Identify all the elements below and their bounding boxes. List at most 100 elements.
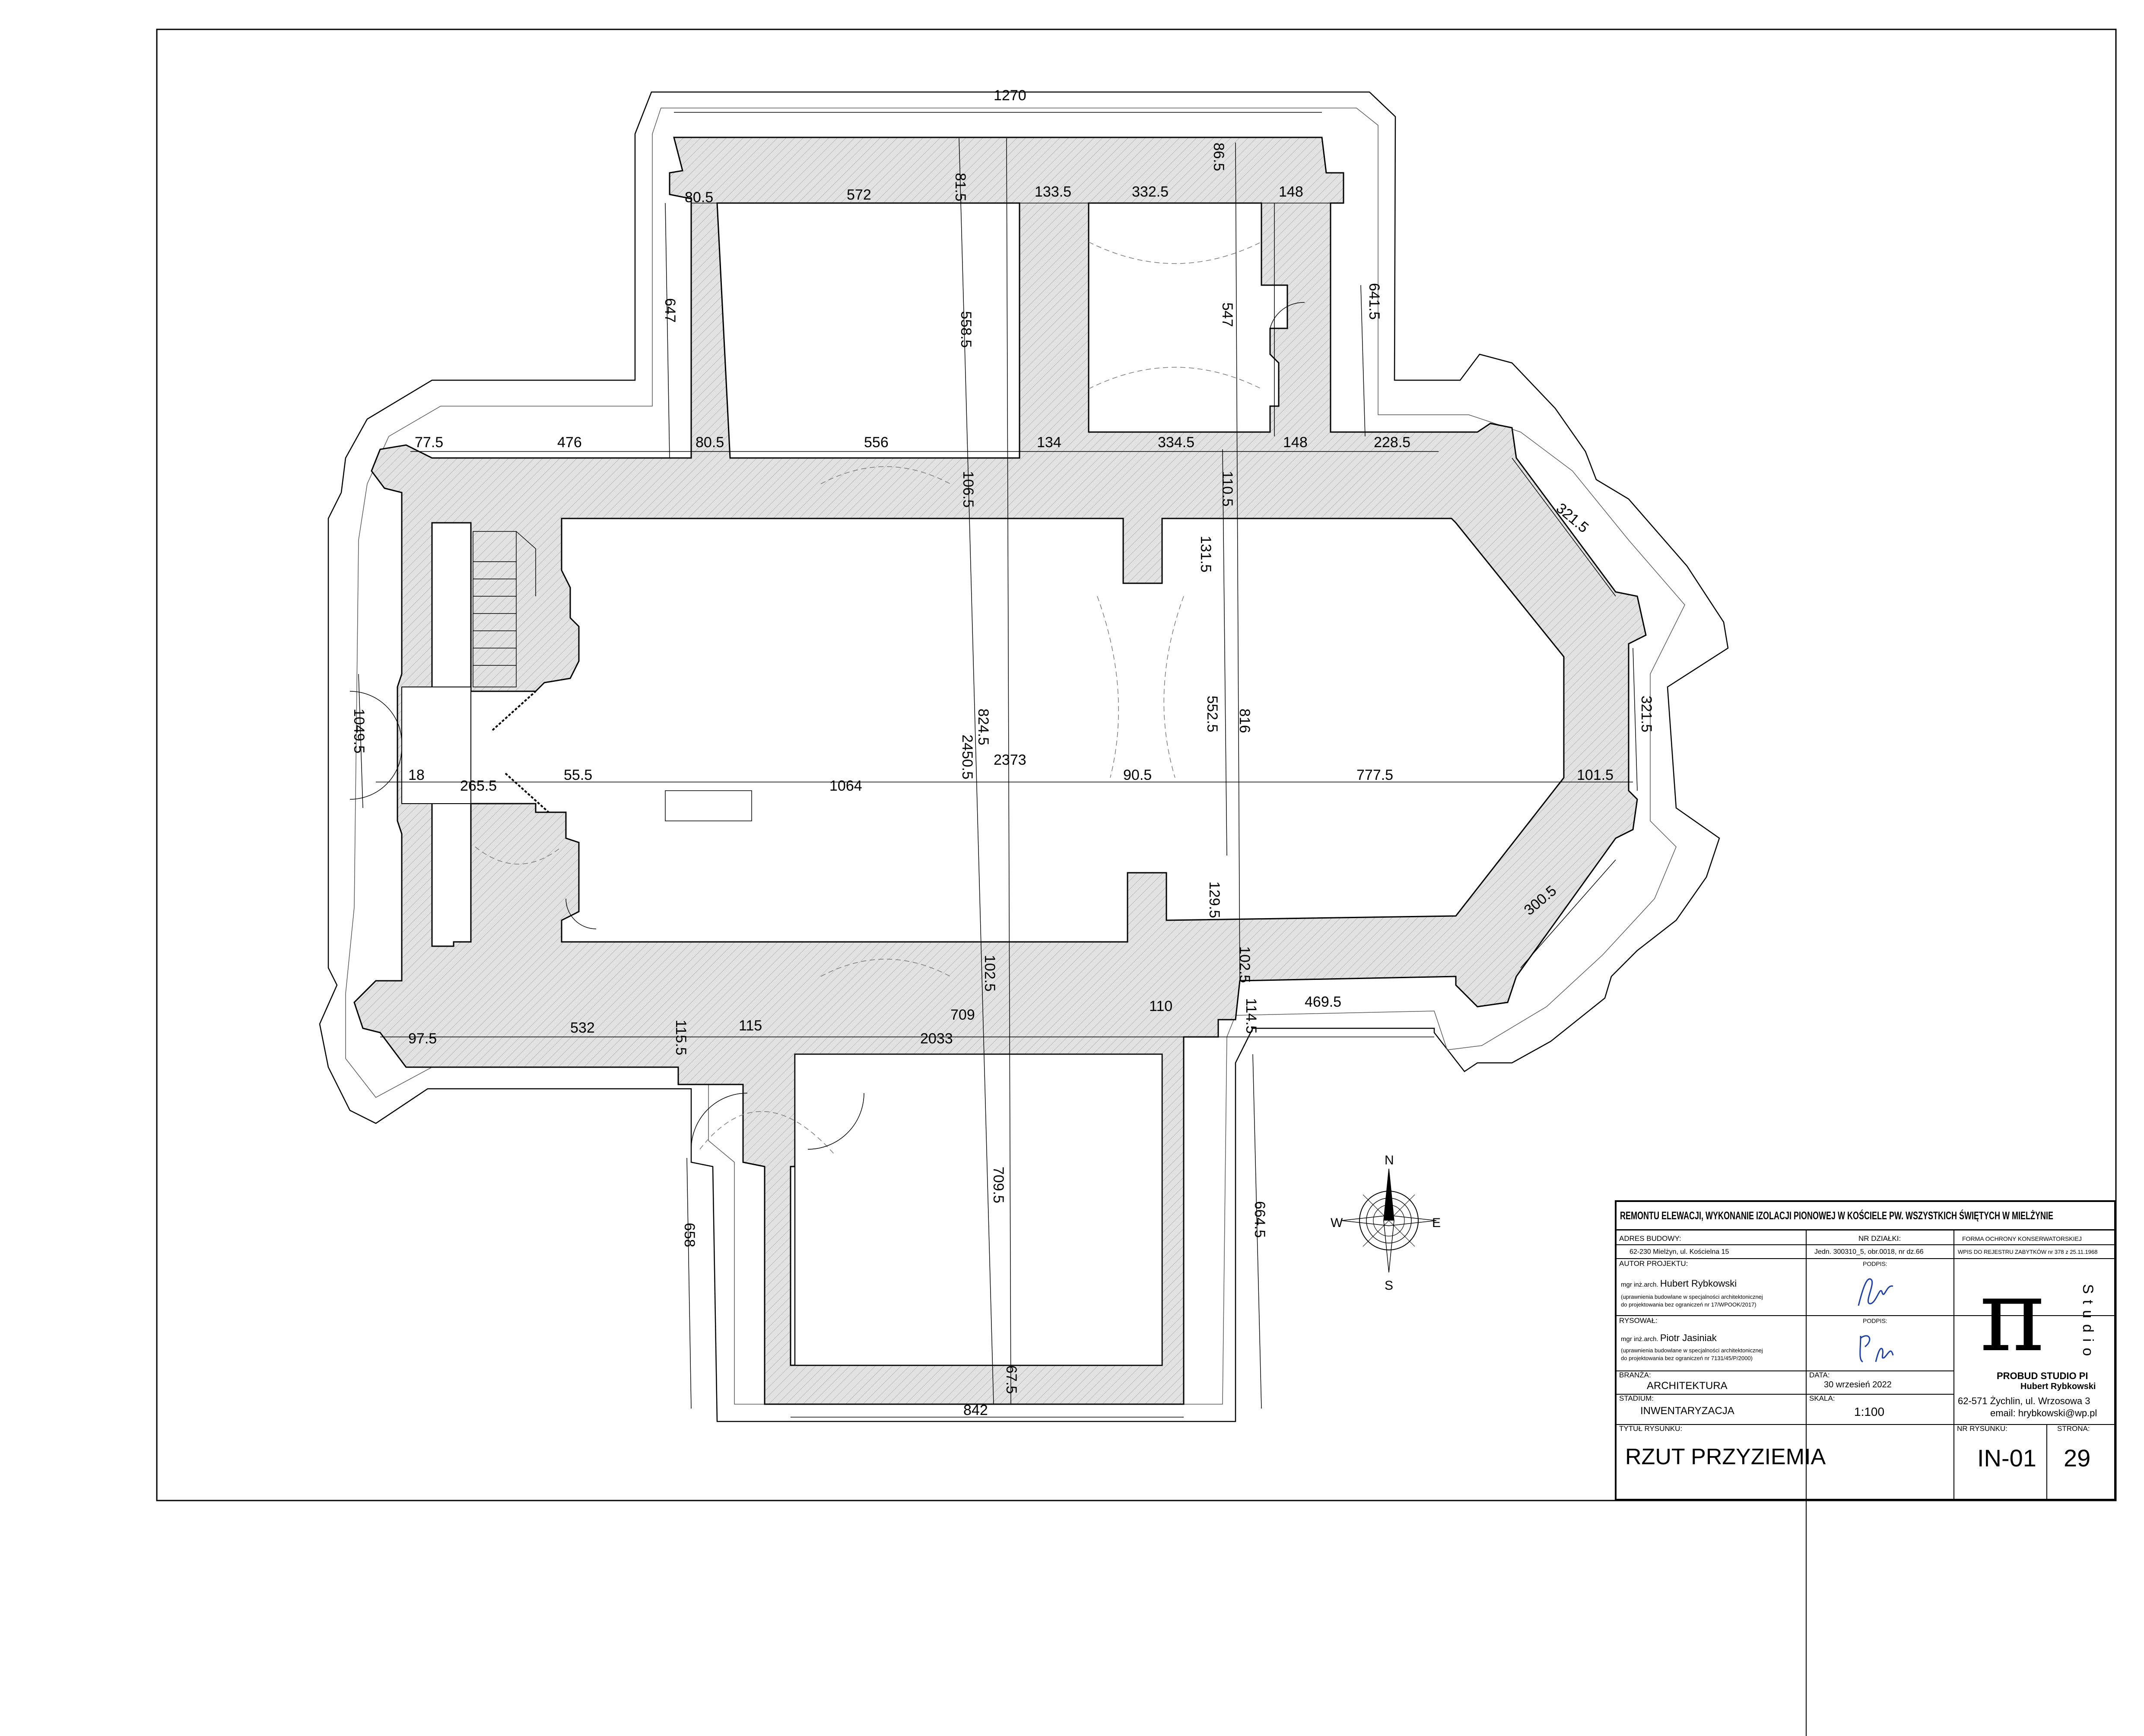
author-label: AUTOR PROJEKTU:	[1619, 1259, 1688, 1268]
dim-v664: 664.5	[1251, 1201, 1268, 1238]
address-label: ADRES BUDOWY:	[1619, 1234, 1681, 1243]
dim-t7: 148	[1279, 184, 1303, 200]
dim-t1: 80.5	[685, 189, 713, 206]
dim-v824: 824.5	[975, 709, 991, 745]
dim-m3: 80.5	[696, 434, 724, 451]
dim-m7: 148	[1283, 434, 1308, 451]
dim-v558: 558.5	[958, 311, 974, 348]
studio-logo: π	[1979, 1259, 2045, 1374]
dim-b7: 110	[1149, 998, 1172, 1014]
dim-v67: 67.5	[1003, 1365, 1020, 1394]
plot-value: Jedn. 300310_5, obr.0018, nr dz.66	[1814, 1248, 1924, 1256]
company-name: PROBUD STUDIO PI	[1997, 1370, 2088, 1381]
title-block: REMONTU ELEWACJI, WYKONANIE IZOLACJI PIO…	[1615, 1200, 2116, 1736]
drawer-signature	[1859, 1335, 1894, 1363]
dim-v816: 816	[1236, 709, 1253, 733]
studio-vertical-text: Studio	[2080, 1284, 2096, 1362]
dim-d321b: 321.5	[1638, 696, 1655, 732]
dim-t4: 133.5	[1035, 184, 1071, 200]
dim-b1: 97.5	[408, 1030, 437, 1047]
dim-v647: 647	[662, 298, 678, 323]
protection-value: WPIS DO REJESTRU ZABYTKÓW nr 378 z 25.11…	[1958, 1249, 2098, 1255]
dim-c90: 90.5	[1123, 767, 1152, 783]
company-person: Hubert Rybkowski	[2020, 1382, 2096, 1391]
author-name-line: mgr inż.arch. Hubert Rybkowski	[1621, 1278, 1737, 1289]
author-note-2: do projektowania bez ograniczeń nr 17/WP…	[1621, 1301, 1756, 1308]
project-title-cell: REMONTU ELEWACJI, WYKONANIE IZOLACJI PIO…	[1617, 1202, 2114, 1230]
dim-b3: 115.5	[673, 1020, 689, 1056]
drawer-name: Piotr Jasiniak	[1660, 1332, 1717, 1343]
address-value: 62-230 Mielżyn, ul. Kościelna 15	[1629, 1248, 1729, 1256]
stage-label: STADIUM:	[1619, 1394, 1654, 1402]
scale-value: 1:100	[1854, 1405, 1885, 1418]
dim-v709: 709.5	[990, 1167, 1007, 1203]
dim-t2: 572	[847, 187, 871, 203]
dimension-labels: 1270 80.5 572 81.5 133.5 332.5 86.5 148 …	[351, 87, 1655, 1418]
signature-label: PODPIS:	[1863, 1260, 1887, 1267]
dim-m1: 77.5	[415, 434, 443, 451]
altar-table	[665, 790, 752, 821]
page-label: STRONA:	[2057, 1424, 2090, 1433]
dim-v552: 552.5	[1204, 696, 1220, 732]
dim-c55: 55.5	[564, 767, 592, 783]
drawing-no: IN-01	[1977, 1444, 2036, 1472]
dim-b5: 709	[950, 1007, 975, 1023]
date-label: DATA:	[1809, 1371, 1830, 1379]
dimension-lines	[358, 112, 1638, 1418]
dim-b8: 114.5	[1243, 998, 1259, 1034]
page-no: 29	[2064, 1444, 2091, 1472]
sheet-frame	[156, 29, 2117, 1501]
dim-b2: 532	[570, 1020, 595, 1036]
dim-v102a: 102.5	[981, 955, 998, 992]
protection-label: FORMA OCHRONY KONSERWATORSKIEJ	[1962, 1235, 2082, 1242]
dim-b842: 842	[963, 1402, 988, 1418]
west-doors	[492, 690, 549, 813]
compass-north: N	[1385, 1153, 1394, 1167]
dim-v658: 658	[681, 1223, 698, 1247]
building-walls	[353, 137, 1647, 1405]
dim-v129: 129.5	[1206, 881, 1223, 918]
dim-v547: 547	[1219, 302, 1236, 327]
compass-west: W	[1331, 1216, 1343, 1230]
dim-m6: 334.5	[1158, 434, 1194, 451]
dim-c18: 18	[408, 767, 425, 783]
lower-room-floor	[794, 1053, 1163, 1366]
dim-v102b: 102.5	[1236, 946, 1253, 983]
author-note-1: (uprawnienia budowlane w specjalności ar…	[1621, 1294, 1763, 1300]
dim-b9: 469.5	[1305, 994, 1341, 1010]
drawer-note-2: do projektowania bez ograniczeń nr 7131/…	[1621, 1355, 1753, 1361]
dim-m8: 228.5	[1374, 434, 1410, 451]
dim-v641: 641.5	[1366, 283, 1382, 320]
compass-east: E	[1432, 1216, 1441, 1230]
floor-plan-sheet: 1270 80.5 572 81.5 133.5 332.5 86.5 148 …	[156, 29, 2117, 1501]
plot-label: NR DZIAŁKI:	[1858, 1234, 1901, 1243]
author-name: Hubert Rybkowski	[1660, 1278, 1737, 1289]
author-signature	[1858, 1278, 1893, 1306]
stage-value: INWENTARYZACJA	[1640, 1405, 1734, 1417]
drawing-no-label: NR RYSUNKU:	[1957, 1424, 2007, 1433]
stair	[473, 531, 536, 687]
dim-b4: 115	[739, 1017, 762, 1034]
drawing-title-label: TYTUŁ RYSUNKU:	[1619, 1424, 1683, 1433]
dim-top-overall: 1270	[994, 87, 1026, 104]
dim-c2373: 2373	[994, 752, 1026, 768]
dim-v131: 131.5	[1197, 536, 1214, 572]
vault-lines	[475, 242, 1262, 1154]
drawer-name-line: mgr inż.arch. Piotr Jasiniak	[1621, 1332, 1717, 1344]
dim-v1049: 1049.5	[351, 709, 367, 754]
dim-t5: 332.5	[1132, 184, 1169, 200]
dim-v110: 110.5	[1219, 471, 1236, 507]
scale-label: SKALA:	[1809, 1394, 1835, 1402]
dim-m5: 134	[1037, 434, 1061, 451]
author-prefix: mgr inż.arch.	[1621, 1281, 1658, 1288]
dim-t3: 81.5	[952, 173, 969, 201]
drawing-title: RZUT PRZYZIEMIA	[1625, 1444, 1826, 1469]
compass-rose: N S E W	[1331, 1153, 1441, 1293]
branch-value: ARCHITEKTURA	[1647, 1380, 1728, 1392]
dim-v106: 106.5	[960, 471, 976, 508]
dim-c101: 101.5	[1577, 767, 1614, 783]
pavement-outline	[319, 91, 1729, 1422]
project-title: REMONTU ELEWACJI, WYKONANIE IZOLACJI PIO…	[1620, 1210, 2054, 1222]
dim-b6: 2033	[920, 1030, 953, 1047]
drawer-label: RYSOWAŁ:	[1619, 1316, 1658, 1325]
